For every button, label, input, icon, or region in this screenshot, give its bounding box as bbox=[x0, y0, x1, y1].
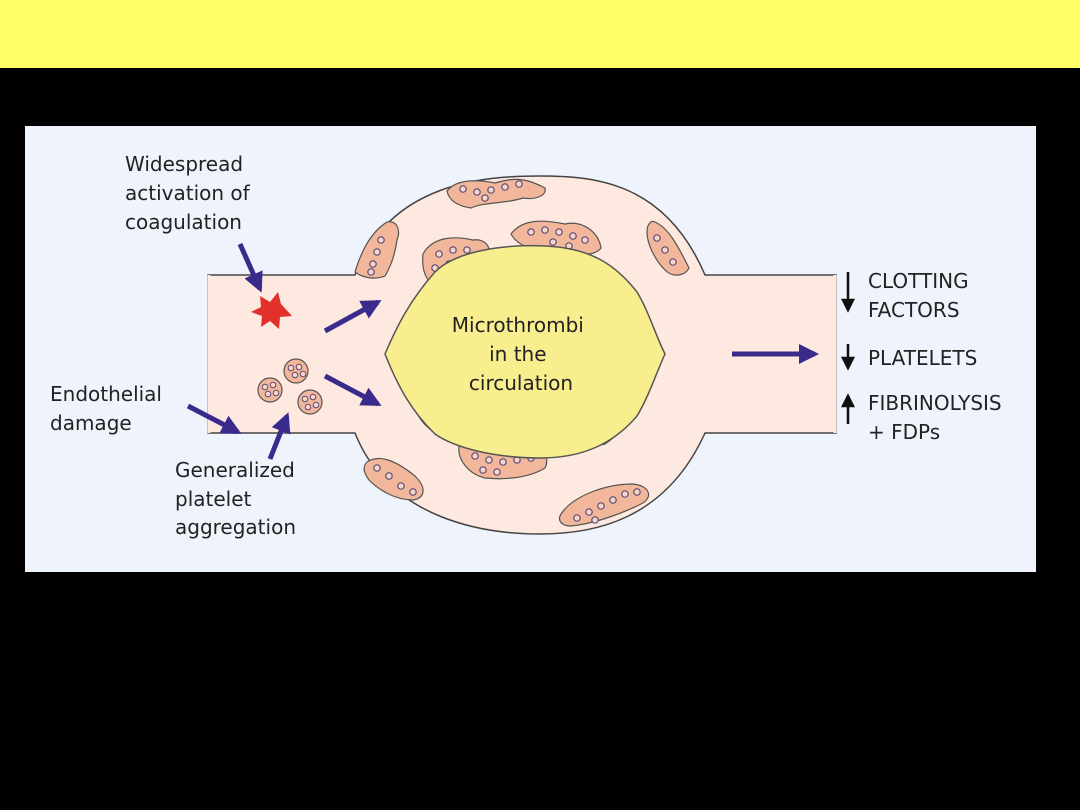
red-starburst-icon bbox=[251, 292, 292, 329]
navy-arrows bbox=[186, 242, 819, 460]
label-endothelial: Endothelial damage bbox=[50, 382, 168, 435]
effect-arrows bbox=[840, 272, 856, 424]
arrow-activation bbox=[237, 242, 263, 293]
diagram-panel: Widespread activation of coagulation End… bbox=[25, 126, 1036, 572]
effect-fibrinolysis: FIBRINOLYSIS + FDPs bbox=[868, 391, 1008, 444]
platelet-cluster-icon bbox=[257, 358, 323, 415]
effect-platelets: PLATELETS bbox=[868, 346, 977, 370]
dic-diagram: Widespread activation of coagulation End… bbox=[50, 152, 1008, 539]
arrow-endothelial bbox=[186, 403, 242, 435]
microthrombi-clot bbox=[384, 244, 666, 459]
label-activation: Widespread activation of coagulation bbox=[125, 152, 256, 234]
label-clot: Microthrombi in the circulation bbox=[452, 313, 590, 395]
effect-clotting-factors: CLOTTING FACTORS bbox=[868, 269, 975, 322]
arrow-to-clot-lower bbox=[323, 373, 382, 407]
title-bar bbox=[0, 0, 1080, 68]
label-platelet: Generalized platelet aggregation bbox=[175, 458, 301, 539]
arrow-to-clot-upper bbox=[323, 299, 382, 334]
arrow-platelet bbox=[267, 412, 291, 460]
